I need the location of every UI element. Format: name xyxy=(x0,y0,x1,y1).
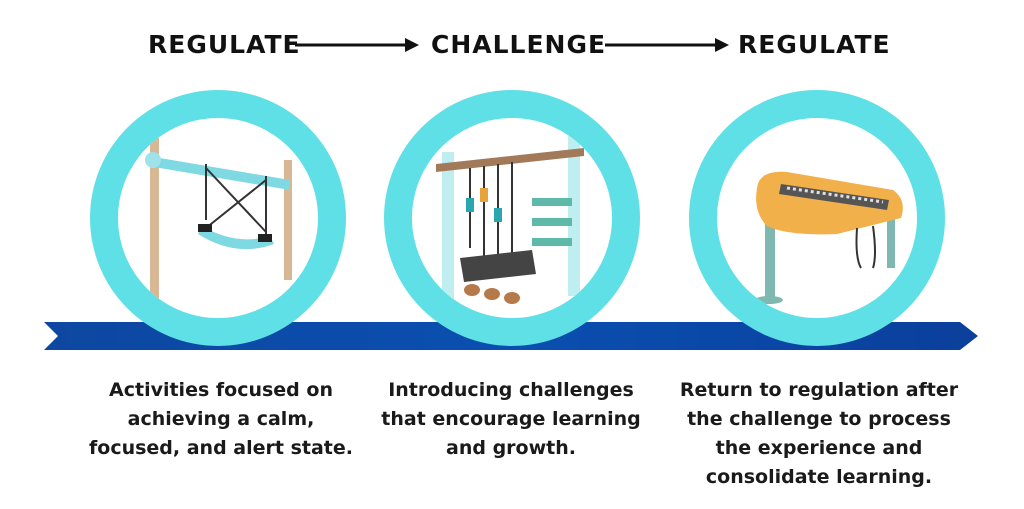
stage-title-challenge: CHALLENGE xyxy=(431,30,607,59)
stage-ring-challenge xyxy=(384,90,640,346)
stage-description-challenge: Introducing challenges that encourage le… xyxy=(381,379,641,459)
stage-ring-regulate-2 xyxy=(689,90,945,346)
swing-icon xyxy=(145,138,292,308)
stage-description-regulate-2: Return to regulation after the challenge… xyxy=(679,379,959,488)
arrow-right-icon xyxy=(605,38,729,52)
arrow-right-icon xyxy=(295,38,419,52)
stage-title-regulate-1: REGULATE xyxy=(148,30,301,59)
play-table-icon xyxy=(755,171,903,304)
stage-ring-regulate-1 xyxy=(90,90,346,346)
stage-description-regulate-1: Activities focused on achieving a calm, … xyxy=(89,379,353,459)
stage-title-regulate-2: REGULATE xyxy=(738,30,891,59)
climbing-frame-icon xyxy=(436,136,584,304)
